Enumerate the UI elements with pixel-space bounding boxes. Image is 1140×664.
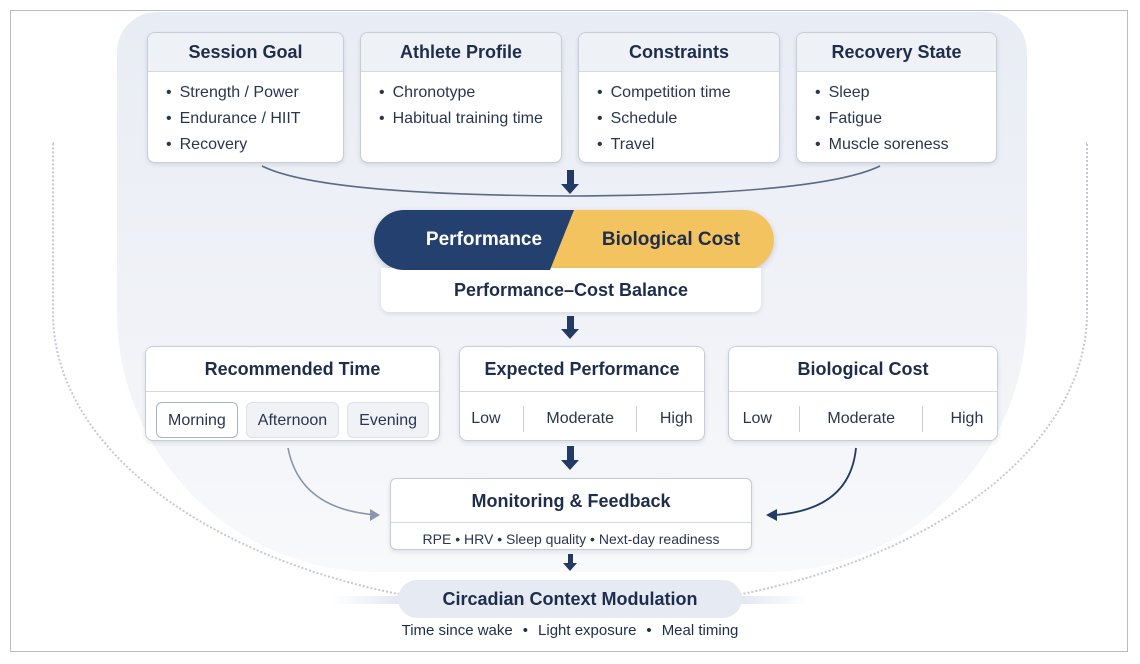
- list-item: Travel: [597, 132, 779, 158]
- balance-caption: Performance–Cost Balance: [381, 268, 761, 312]
- card-constraints: Constraints Competition time Schedule Tr…: [578, 32, 780, 163]
- cost-to-monitor-curve: [773, 447, 857, 516]
- list-item: Habitual training time: [379, 106, 561, 132]
- level-low: Low: [471, 410, 501, 427]
- list-item: Competition time: [597, 80, 779, 106]
- monitoring-feedback-box: Monitoring & Feedback RPE • HRV • Sleep …: [390, 478, 752, 550]
- option-afternoon[interactable]: Afternoon: [245, 402, 340, 438]
- bullet-separator: •: [646, 622, 652, 639]
- card-title: Recommended Time: [146, 347, 439, 392]
- factor-light-exposure: Light exposure: [538, 622, 637, 639]
- monitoring-title: Monitoring & Feedback: [471, 491, 671, 511]
- card-title: Biological Cost: [729, 347, 997, 392]
- circadian-title: Circadian Context Modulation: [398, 580, 742, 618]
- list-item: Muscle soreness: [815, 132, 996, 158]
- level-moderate: Moderate: [546, 410, 614, 427]
- option-morning[interactable]: Morning: [156, 402, 238, 438]
- arrow-down-icon: [561, 329, 579, 339]
- bullet-separator: •: [522, 622, 529, 639]
- time-to-monitor-curve: [287, 447, 379, 516]
- list-item: Chronotype: [379, 80, 561, 106]
- performance-levels: Low Moderate High: [460, 406, 704, 432]
- level-high: High: [659, 410, 693, 427]
- level-moderate: Moderate: [827, 410, 895, 427]
- list-item: Recovery: [166, 132, 343, 158]
- card-expected-performance: Expected Performance Low Moderate High: [459, 346, 705, 441]
- arrow-down-icon: [561, 460, 579, 470]
- card-title: Athlete Profile: [361, 33, 561, 72]
- level-divider: [636, 406, 638, 432]
- card-recommended-time: Recommended Time Morning Afternoon Eveni…: [145, 346, 440, 441]
- time-to-monitor-arrowhead: [370, 509, 380, 521]
- monitoring-divider: [391, 522, 751, 523]
- arrow-down-icon: [561, 184, 579, 194]
- list-item: Sleep: [815, 80, 996, 106]
- biological-cost-label: Biological Cost: [550, 210, 774, 270]
- card-title: Recovery State: [797, 33, 996, 72]
- circadian-glow-left: [332, 596, 402, 604]
- list-item: Schedule: [597, 106, 779, 132]
- arrow-shaft: [567, 316, 574, 330]
- factor-meal-timing: Meal timing: [661, 622, 739, 639]
- card-session-goal: Session Goal Strength / Power Endurance …: [147, 32, 344, 163]
- card-athlete-profile: Athlete Profile Chronotype Habitual trai…: [360, 32, 562, 163]
- time-options: Morning Afternoon Evening: [146, 402, 439, 438]
- arrow-shaft: [567, 446, 574, 461]
- cost-to-monitor-arrowhead: [766, 509, 777, 521]
- performance-cost-pill: Performance Biological Cost: [374, 210, 774, 270]
- level-low: Low: [742, 410, 772, 427]
- level-divider: [522, 406, 524, 432]
- inputs-merge-curve: [261, 165, 881, 197]
- list-item: Endurance / HIIT: [166, 106, 343, 132]
- arrow-shaft: [567, 170, 574, 185]
- circadian-factors: Time since wake • Light exposure • Meal timi…: [300, 622, 840, 639]
- level-divider: [922, 406, 924, 432]
- card-title: Constraints: [579, 33, 779, 72]
- level-high: High: [950, 410, 984, 427]
- circadian-glow-right: [738, 596, 808, 604]
- card-title: Expected Performance: [460, 347, 704, 392]
- monitoring-metrics: RPE • HRV • Sleep quality • Next-day rea…: [422, 531, 720, 547]
- arrow-down-icon: [563, 563, 577, 571]
- factor-time-since-wake: Time since wake: [401, 622, 513, 639]
- list-item: Strength / Power: [166, 80, 343, 106]
- card-biological-cost: Biological Cost Low Moderate High: [728, 346, 998, 441]
- card-recovery-state: Recovery State Sleep Fatigue Muscle sore…: [796, 32, 997, 163]
- arrow-shaft: [568, 554, 573, 564]
- performance-label: Performance: [374, 210, 574, 270]
- option-evening[interactable]: Evening: [347, 402, 429, 438]
- card-title: Session Goal: [148, 33, 343, 72]
- list-item: Fatigue: [815, 106, 996, 132]
- level-divider: [799, 406, 801, 432]
- cost-levels: Low Moderate High: [729, 406, 997, 432]
